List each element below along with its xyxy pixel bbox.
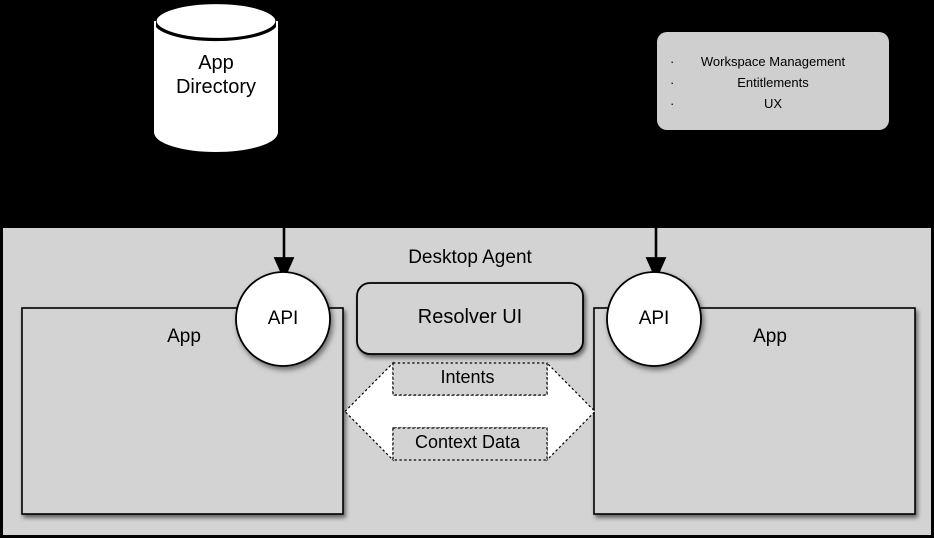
capabilities-item-label: UX (763, 96, 783, 111)
capabilities-card[interactable]: · Workspace Management · Entitlements · … (657, 32, 889, 130)
bullet-icon: · (670, 96, 675, 111)
bullet-icon: · (670, 75, 675, 90)
capabilities-item-label: Entitlements (737, 75, 809, 90)
intents-label-box (392, 362, 548, 396)
app-box-right[interactable] (593, 307, 916, 515)
resolver-ui-box[interactable] (356, 282, 584, 355)
list-item[interactable]: · UX (657, 93, 889, 114)
context-data-label-box (392, 427, 548, 461)
capabilities-list: · Workspace Management · Entitlements · … (657, 51, 889, 114)
list-item[interactable]: · Workspace Management (657, 51, 889, 72)
list-item[interactable]: · Entitlements (657, 72, 889, 93)
capabilities-item-label: Workspace Management (700, 54, 846, 69)
bullet-icon: · (670, 54, 675, 69)
api-circle-right[interactable] (606, 271, 702, 367)
api-circle-left[interactable] (235, 271, 331, 367)
app-directory-shape[interactable] (153, 0, 279, 152)
